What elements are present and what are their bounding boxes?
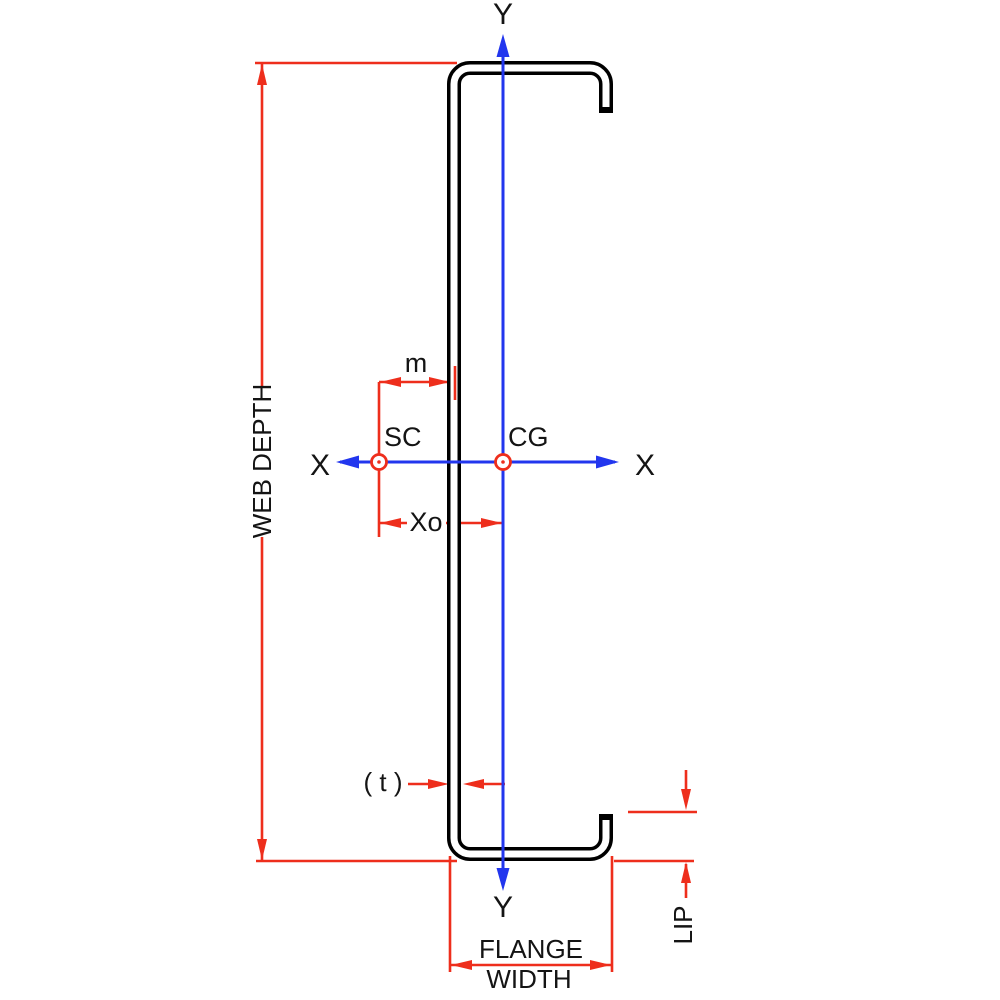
lip-label: LIP bbox=[668, 905, 698, 944]
shear-center-dot-icon bbox=[377, 460, 381, 464]
center-of-gravity-dot-icon bbox=[501, 460, 505, 464]
thickness-arrow-left-icon bbox=[463, 779, 484, 789]
web-depth-label: WEB DEPTH bbox=[247, 384, 277, 539]
center-of-gravity-label: CG bbox=[508, 422, 549, 452]
x-axis-arrow-left-icon bbox=[336, 455, 359, 469]
lip-arrow-up-icon bbox=[681, 862, 691, 883]
xo-arrow-left-icon bbox=[380, 518, 401, 528]
xo-dimension-label: Xo bbox=[409, 507, 442, 537]
web-depth-dimension bbox=[255, 61, 457, 863]
x-axis-arrow-right-icon bbox=[596, 455, 619, 469]
m-arrow-right-icon bbox=[429, 377, 450, 387]
center-of-gravity-marker bbox=[494, 453, 512, 471]
xo-arrow-right-icon bbox=[481, 518, 502, 528]
flange-width-label-line2: WIDTH bbox=[486, 964, 571, 994]
web-depth-arrow-down-icon bbox=[257, 839, 267, 860]
lip-arrow-down-icon bbox=[681, 789, 691, 810]
shear-center-label: SC bbox=[384, 422, 422, 452]
thickness-dimension bbox=[408, 779, 505, 789]
web-depth-arrow-up-icon bbox=[257, 64, 267, 85]
m-arrow-left-icon bbox=[380, 377, 401, 387]
thickness-arrow-right-icon bbox=[428, 779, 449, 789]
x-axis-label-left: X bbox=[310, 449, 330, 482]
lip-dimension bbox=[614, 770, 697, 898]
y-axis-arrow-up-icon bbox=[496, 34, 510, 57]
shear-center-marker bbox=[370, 453, 388, 471]
flange-width-arrow-right-icon bbox=[590, 960, 611, 970]
flange-width-arrow-left-icon bbox=[451, 960, 472, 970]
flange-width-dimension bbox=[448, 856, 614, 972]
y-axis-arrow-down-icon bbox=[496, 868, 510, 891]
x-axis-label-right: X bbox=[635, 449, 655, 482]
y-axis-label-bottom: Y bbox=[493, 891, 513, 924]
thickness-label: ( t ) bbox=[364, 767, 403, 797]
flange-width-label-line1: FLANGE bbox=[479, 934, 583, 964]
m-dimension-label: m bbox=[405, 348, 428, 378]
y-axis-label-top: Y bbox=[493, 0, 513, 31]
